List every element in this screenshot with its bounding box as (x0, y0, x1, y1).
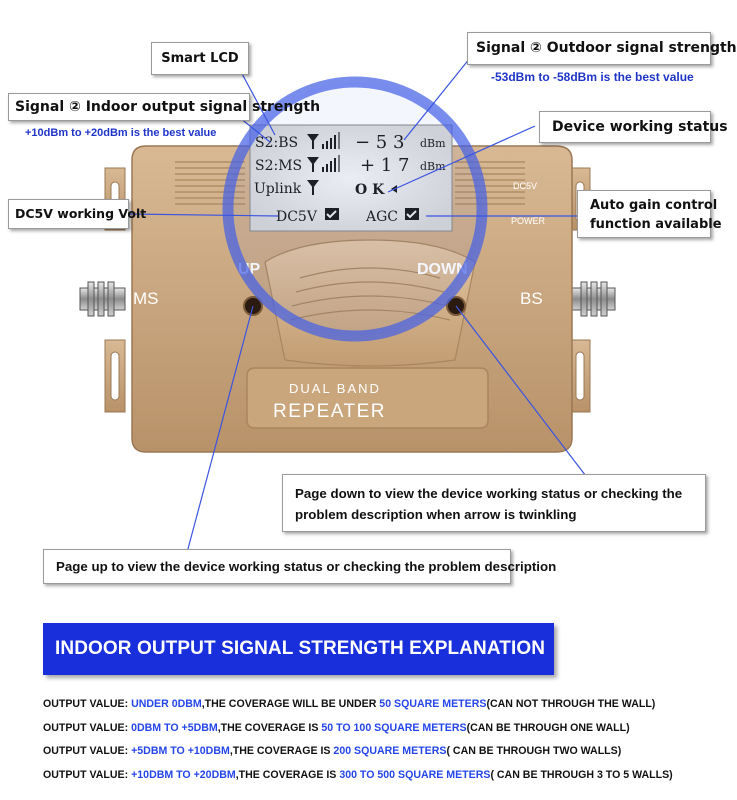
explanation-row: OUTPUT VALUE: +5DBM TO +10DBM,THE COVERA… (43, 740, 703, 764)
indoor-signal-callout: Signal ② Indoor output signal strength (8, 93, 320, 121)
lcd-row3-label: Uplink (254, 181, 302, 197)
mounting-tab-left-bottom (104, 339, 126, 413)
device-status-callout: Device working status (539, 111, 728, 143)
lcd-row2-unit: dBm (420, 160, 446, 173)
pointer-lines (127, 57, 593, 561)
ms-label: MS (133, 289, 159, 308)
repeater-illustration: UP DOWN MS BS DC5V POWER DUAL BAND REPEA… (79, 57, 616, 561)
page-down-callout: Page down to view the device working sta… (282, 474, 706, 532)
device-status-label: Device working status (552, 119, 728, 135)
plate-line2: REPEATER (273, 401, 386, 422)
row-coverage: ,THE COVERAGE IS (235, 768, 340, 781)
antenna-signal-icon (307, 155, 340, 172)
row-prefix: OUTPUT VALUE: (43, 768, 132, 781)
row-coverage: ,THE COVERAGE IS (217, 721, 322, 734)
dc5v-side-label: DC5V (513, 181, 537, 191)
explanation-list: OUTPUT VALUE: UNDER 0DBM,THE COVERAGE WI… (43, 693, 703, 787)
row-area: 50 TO 100 SQUARE METERS (321, 721, 467, 734)
row-range: UNDER 0DBM (131, 698, 202, 710)
outdoor-signal-label: Signal ② Outdoor signal strength (476, 40, 737, 56)
page-up-callout: Page up to view the device working statu… (43, 549, 556, 584)
row-prefix: OUTPUT VALUE: (43, 745, 132, 757)
bs-label: BS (520, 289, 543, 308)
dc5v-volt-label: DC5V working Volt (15, 206, 147, 221)
explanation-row: OUTPUT VALUE: +10DBM TO +20DBM,THE COVER… (43, 764, 703, 788)
outdoor-best-value: -53dBm to -58dBm is the best value (491, 70, 694, 84)
lcd-row1-value: − 5 3 (355, 132, 404, 153)
row-range: +5DBM TO +10DBM (131, 745, 230, 757)
indoor-signal-label: Signal ② Indoor output signal strength (15, 99, 321, 115)
power-side-label: POWER (511, 216, 546, 226)
lcd-row2-label: S2:MS (255, 158, 302, 174)
check-icon (325, 208, 339, 220)
explanation-banner: INDOOR OUTPUT SIGNAL STRENGTH EXPLANATIO… (43, 623, 554, 675)
row-note: ( CAN BE THROUGH TWO WALLS) (446, 745, 622, 757)
row-note: (CAN NOT THROUGH THE WALL) (486, 698, 656, 710)
bs-connector (569, 281, 616, 317)
row-note: (CAN BE THROUGH ONE WALL) (466, 721, 630, 734)
lcd-row1-unit: dBm (420, 137, 446, 150)
page-down-line2: problem description when arrow is twinkl… (295, 507, 577, 522)
ms-connector (79, 281, 126, 317)
smart-lcd-label: Smart LCD (161, 51, 239, 66)
explanation-row: OUTPUT VALUE: UNDER 0DBM,THE COVERAGE WI… (43, 693, 703, 717)
explanation-title: INDOOR OUTPUT SIGNAL STRENGTH EXPLANATIO… (55, 638, 546, 659)
row-note: ( CAN BE THROUGH 3 TO 5 WALLS) (490, 768, 673, 781)
row-range: +10DBM TO +20DBM (131, 768, 236, 781)
antenna-signal-icon (307, 132, 340, 149)
indoor-best-value: +10dBm to +20dBm is the best value (25, 127, 217, 139)
antenna-icon (307, 180, 319, 195)
explanation-row: OUTPUT VALUE: 0DBM TO +5DBM,THE COVERAGE… (43, 717, 703, 741)
row-coverage: ,THE COVERAGE IS (229, 745, 334, 757)
row-coverage: ,THE COVERAGE WILL BE UNDER (201, 698, 380, 710)
check-icon (405, 208, 419, 220)
row-area: 200 SQUARE METERS (333, 745, 447, 757)
row-area: 50 SQUARE METERS (379, 698, 487, 710)
mounting-tab-right-bottom (569, 339, 591, 413)
smart-lcd-callout: Smart LCD (151, 42, 249, 75)
plate-line1: DUAL BAND (289, 381, 381, 396)
lcd-row2-value: + 1 7 (360, 155, 409, 176)
agc-line2: function available (590, 217, 722, 232)
page-down-line1: Page down to view the device working sta… (295, 486, 683, 501)
vent-grooves-right (455, 161, 525, 205)
row-prefix: OUTPUT VALUE: (43, 721, 132, 734)
agc-callout: Auto gain control function available (577, 190, 722, 238)
row-range: 0DBM TO +5DBM (131, 721, 218, 734)
lcd-row3-value: O K (355, 182, 385, 198)
lcd-dc5v-label: DC5V (276, 209, 318, 225)
agc-line1: Auto gain control (590, 198, 718, 213)
row-area: 300 TO 500 SQUARE METERS (339, 768, 491, 781)
page-up-label: Page up to view the device working statu… (56, 559, 557, 574)
lcd-agc-label: AGC (365, 209, 398, 225)
outdoor-signal-callout: Signal ② Outdoor signal strength (467, 32, 737, 65)
magnifier-circle (222, 76, 488, 342)
down-label: DOWN (417, 261, 468, 278)
row-prefix: OUTPUT VALUE: (43, 698, 132, 710)
name-plate (246, 367, 489, 429)
dc5v-volt-callout: DC5V working Volt (8, 199, 146, 229)
